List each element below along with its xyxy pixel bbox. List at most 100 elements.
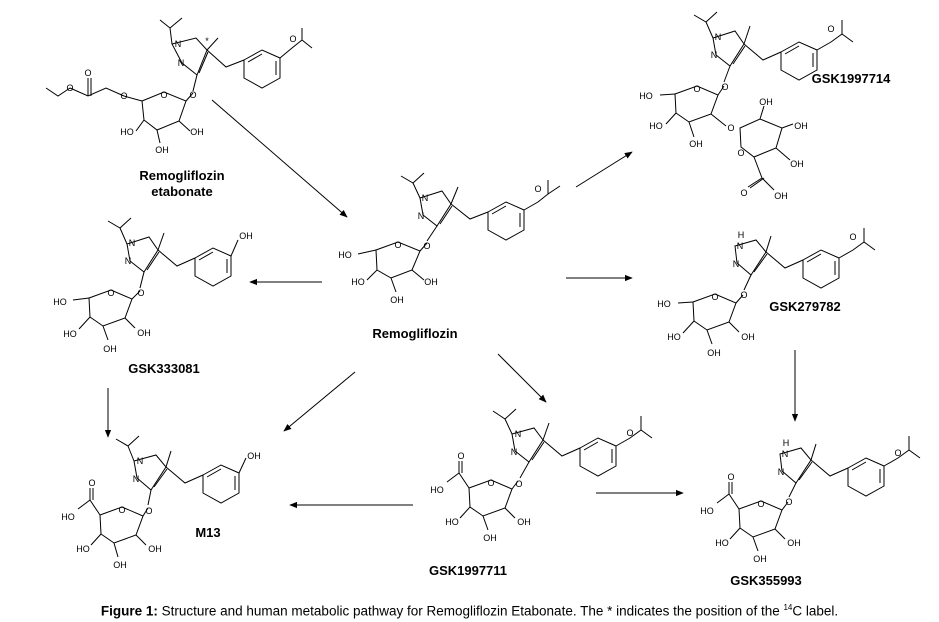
atom-star: *	[205, 36, 209, 46]
label-gsk1997711: GSK1997711	[429, 563, 507, 578]
atom-ho: HO	[61, 512, 75, 522]
structure-gsk355993: H N N O O O O HO HO OH OH	[700, 436, 921, 564]
structure-remogliflozin: N N O O O HO HO OH OH	[338, 172, 561, 305]
caption-text-after: C label.	[792, 603, 839, 619]
atom-n1: N	[737, 241, 744, 251]
atom-oh: OH	[148, 544, 162, 554]
atom-oh: OH	[390, 295, 404, 305]
atom-oh: OH	[753, 554, 767, 564]
caption-text-before: Structure and human metabolic pathway fo…	[157, 603, 784, 619]
atom-o: O	[785, 497, 792, 507]
atom-o: O	[740, 188, 747, 198]
atom-ho: HO	[351, 277, 365, 287]
atom-n2: N	[178, 58, 185, 68]
atom-o: O	[626, 428, 633, 438]
atom-o: O	[534, 184, 541, 194]
atom-oh: OH	[790, 159, 804, 169]
atom-ho: HO	[649, 121, 663, 131]
atom-oh: OH	[517, 517, 531, 527]
atom-n1: N	[782, 449, 789, 459]
atom-oh: OH	[239, 231, 253, 241]
atom-ring-o: O	[757, 499, 764, 509]
atom-n1: N	[129, 238, 136, 248]
atom-ring-o: O	[711, 292, 718, 302]
atom-n2: N	[125, 256, 132, 266]
atom-ho: HO	[338, 250, 352, 260]
arrow-remogliflozin-to-gsk1997711	[497, 353, 547, 403]
structure-gsk1997714: N N O O O HO HO OH O OH OH OH O O OH	[639, 11, 854, 201]
atom-o: O	[849, 232, 856, 242]
atom-n1: N	[515, 429, 522, 439]
atom-oh: OH	[759, 97, 773, 107]
atom-o: O	[88, 478, 95, 488]
atom-o: O	[727, 123, 734, 133]
atom-oh: OH	[689, 139, 703, 149]
atom-n1: N	[137, 456, 144, 466]
atom-oh: OH	[190, 127, 204, 137]
arrow-remogliflozin-to-gsk1997714	[575, 151, 633, 188]
arrow-remogliflozin-to-m13	[283, 371, 356, 432]
atom-oh: OH	[483, 533, 497, 543]
atom-o: O	[457, 451, 464, 461]
label-gsk279782: GSK279782	[769, 299, 841, 314]
atom-oh: OH	[794, 121, 808, 131]
atom-ho: HO	[657, 299, 671, 309]
atom-ring-o: O	[160, 90, 167, 100]
atom-n1: N	[175, 39, 182, 49]
atom-ho: HO	[430, 485, 444, 495]
atom-oh: OH	[741, 332, 755, 342]
atom-oh: OH	[113, 560, 127, 570]
atom-ho: HO	[76, 544, 90, 554]
atom-o: O	[721, 82, 728, 92]
atom-o: O	[145, 506, 152, 516]
atom-ring-o: O	[394, 240, 401, 250]
label-gsk333081: GSK333081	[128, 361, 200, 376]
label-m13: M13	[195, 525, 220, 540]
atom-ho: HO	[53, 297, 67, 307]
atom-oh: OH	[247, 451, 261, 461]
label-remogliflozin: Remogliflozin	[372, 326, 457, 341]
structure-gsk1997711: N N O O O O HO HO OH OH	[430, 408, 653, 543]
label-remogliflozin-etabonate-line2: etabonate	[151, 184, 212, 199]
atom-h: H	[783, 438, 790, 448]
atom-n2: N	[418, 211, 425, 221]
atom-oh: OH	[424, 277, 438, 287]
structure-gsk279782: H N N O O O HO HO OH OH	[657, 228, 876, 358]
pathway-arrows	[104, 99, 799, 509]
atom-ring-o: O	[107, 288, 114, 298]
atom-n2: N	[733, 259, 740, 269]
atom-o: O	[894, 448, 901, 458]
label-gsk355993: GSK355993	[730, 573, 802, 588]
atom-o: O	[84, 68, 91, 78]
structure-remogliflozin-etabonate: N N * O O O O O O HO OH OH	[45, 17, 313, 155]
caption-label: Figure 1:	[100, 603, 158, 619]
structure-m13: N N OH O O O HO HO OH OH	[61, 435, 261, 570]
atom-o: O	[423, 241, 430, 251]
atom-n2: N	[711, 50, 718, 60]
caption-superscript: 14	[783, 603, 793, 612]
atom-ho: HO	[667, 332, 681, 342]
atom-oh: OH	[787, 538, 801, 548]
atom-oh: OH	[774, 191, 788, 201]
atom-ring-o: O	[487, 478, 494, 488]
atom-o: O	[827, 24, 834, 34]
atom-ho: HO	[445, 517, 459, 527]
atom-o: O	[120, 91, 127, 101]
atom-n1: N	[422, 193, 429, 203]
atom-n1: N	[715, 32, 722, 42]
label-gsk1997714: GSK1997714	[812, 71, 892, 86]
atom-n2: N	[511, 447, 518, 457]
atom-ho: HO	[639, 91, 653, 101]
arrow-etabonate-to-remogliflozin	[211, 99, 348, 218]
atom-oh: OH	[137, 328, 151, 338]
atom-ring-o: O	[118, 505, 125, 515]
atom-n2: N	[778, 467, 785, 477]
atom-ho: HO	[700, 506, 714, 516]
atom-ho: HO	[63, 329, 77, 339]
atom-oh: OH	[103, 344, 117, 354]
atom-oh: OH	[707, 348, 721, 358]
label-remogliflozin-etabonate-line1: Remogliflozin	[139, 168, 224, 183]
atom-o: O	[289, 34, 296, 44]
atom-ho: HO	[715, 538, 729, 548]
